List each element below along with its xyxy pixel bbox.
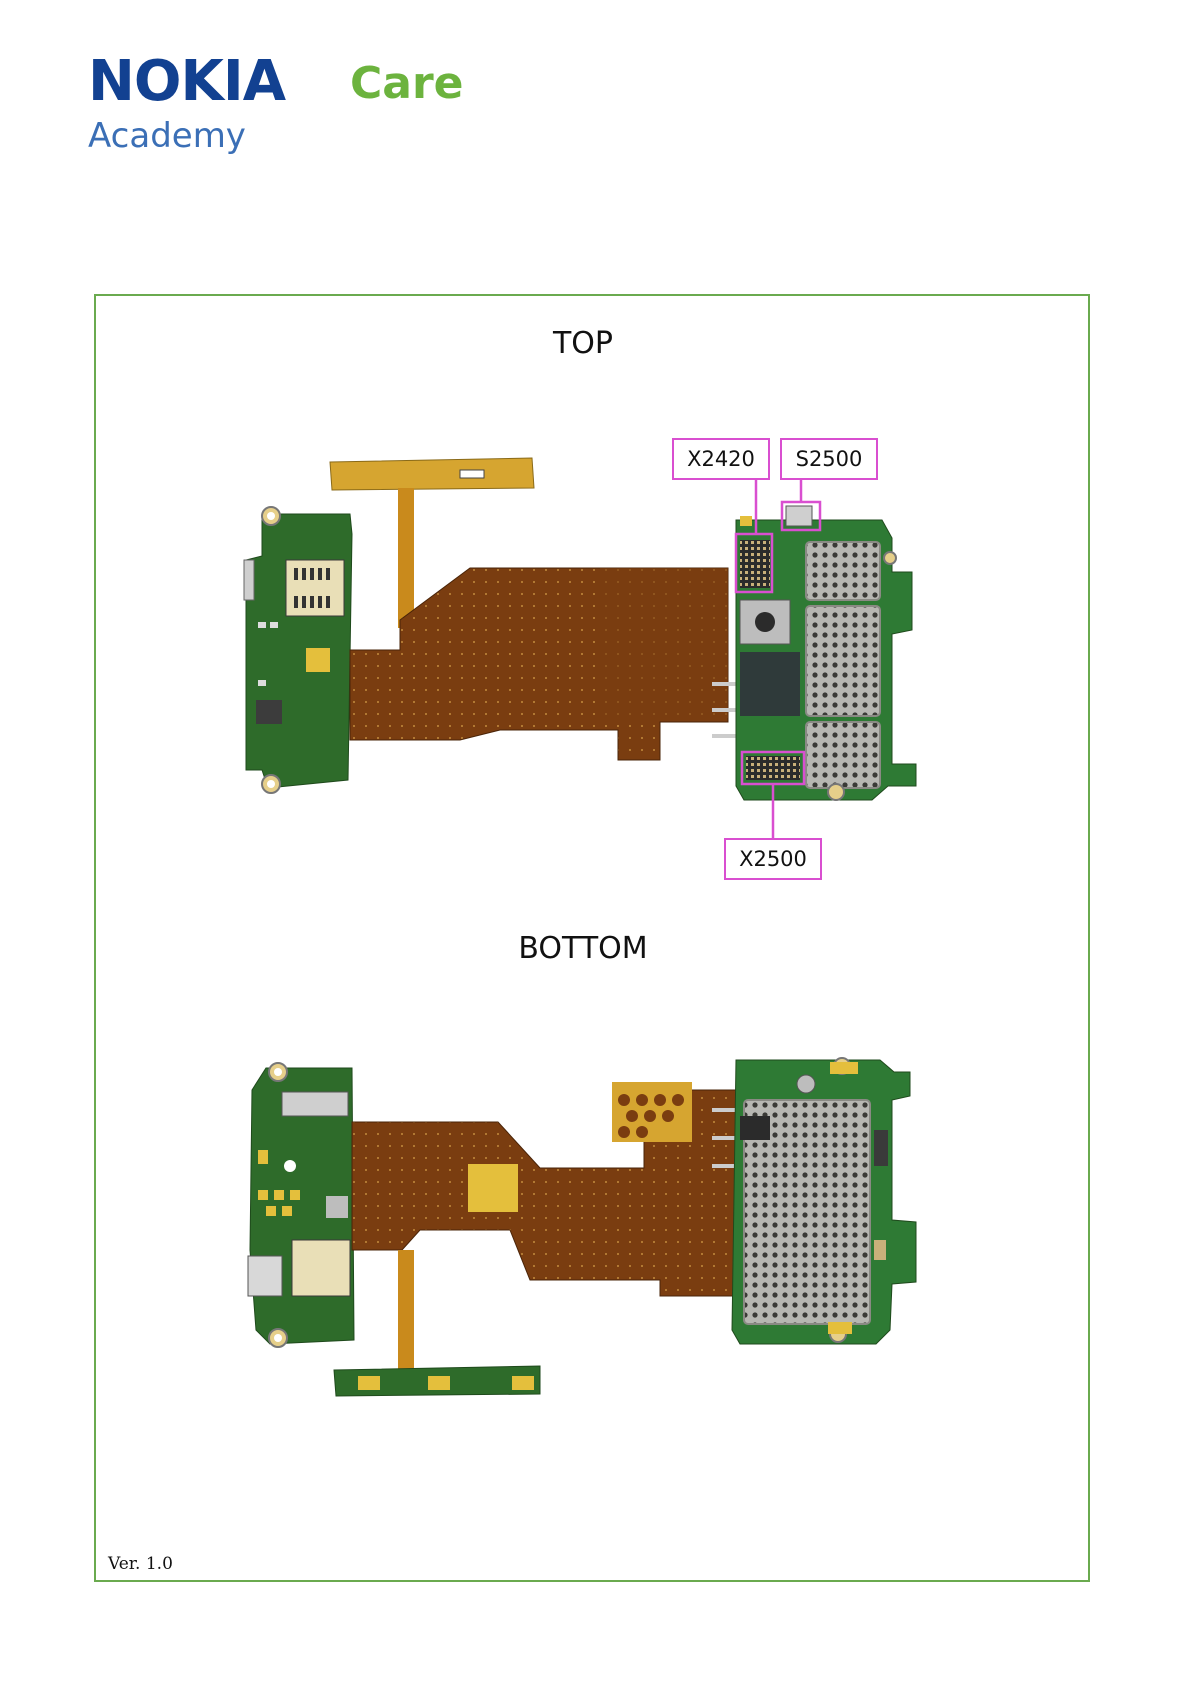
bottom-flex-cable (352, 1082, 744, 1370)
callout-x2420: X2420 (672, 438, 770, 480)
version-label: Ver. 1.0 (108, 1554, 173, 1574)
bottom-button-strip (334, 1366, 540, 1396)
callout-x2500: X2500 (724, 838, 822, 880)
top-left-board (244, 507, 352, 793)
bottom-assembly (248, 1058, 916, 1396)
top-main-board (736, 506, 916, 800)
bottom-left-board (248, 1063, 354, 1347)
callout-s2500: S2500 (780, 438, 878, 480)
top-assembly (244, 458, 916, 838)
bottom-main-board (732, 1058, 916, 1344)
